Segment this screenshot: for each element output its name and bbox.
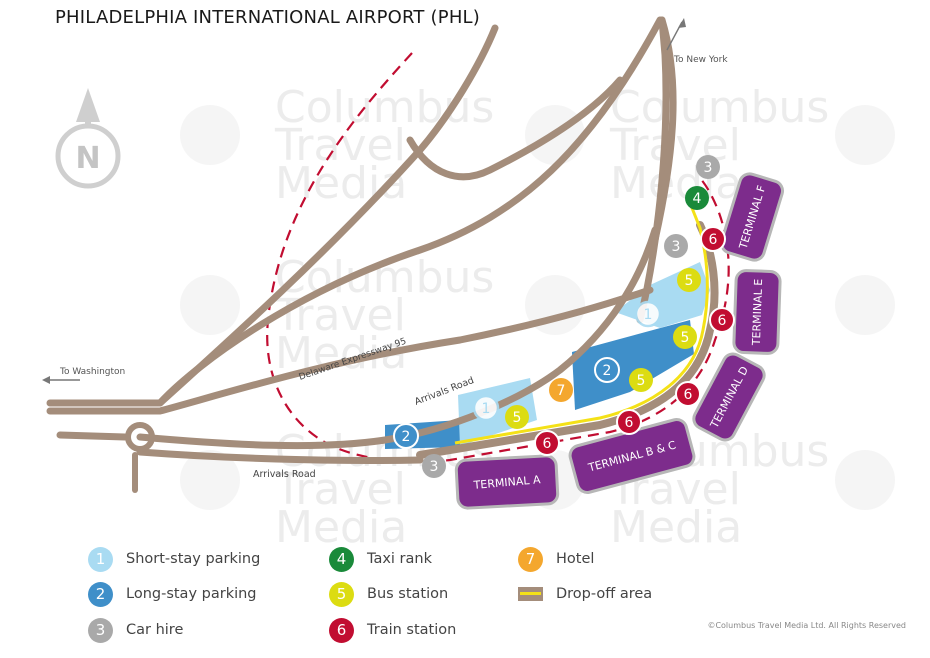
bus-station-marker[interactable]: 5: [673, 325, 697, 349]
terminal-f[interactable]: TERMINAL F: [719, 171, 785, 262]
train-station-marker[interactable]: 6: [675, 381, 701, 407]
compass: N: [55, 88, 121, 189]
svg-text:4: 4: [693, 191, 702, 207]
drop-off-area-line: [454, 197, 709, 445]
svg-text:3: 3: [704, 160, 713, 176]
short-stay-badge: 1: [88, 546, 113, 572]
car-hire-marker[interactable]: 3: [696, 155, 720, 179]
new-york-arrow-icon: [666, 18, 686, 51]
legend-label: Train station: [367, 622, 457, 638]
legend-item-train-station: 6 Train station: [329, 617, 456, 643]
train-station-badge: 6: [329, 617, 354, 643]
watermark-line-3: Media: [275, 502, 407, 553]
bus-station-marker[interactable]: 5: [505, 405, 529, 429]
svg-text:3: 3: [430, 459, 439, 475]
long-stay-parking-marker[interactable]: 2: [594, 357, 620, 383]
north-arrow-icon: [76, 88, 100, 122]
legend-label: Short-stay parking: [126, 551, 261, 567]
svg-text:3: 3: [672, 239, 681, 255]
legend-label: Long-stay parking: [126, 586, 257, 602]
legend-item-taxi-rank: 4 Taxi rank: [329, 546, 432, 572]
legend-item-short-stay: 1 Short-stay parking: [88, 546, 260, 572]
terminal-e-label: TERMINAL E: [750, 279, 765, 347]
legend-item-long-stay: 2 Long-stay parking: [88, 581, 257, 607]
svg-text:2: 2: [603, 363, 612, 379]
svg-text:5: 5: [513, 410, 522, 426]
svg-text:6: 6: [625, 415, 634, 431]
car-hire-marker[interactable]: 3: [664, 234, 688, 258]
terminal-a-label: TERMINAL A: [472, 473, 541, 492]
legend-item-drop-off: Drop-off area: [518, 581, 652, 607]
legend-item-bus-station: 5 Bus station: [329, 581, 448, 607]
svg-text:6: 6: [718, 313, 727, 329]
legend-item-hotel: 7 Hotel: [518, 546, 594, 572]
svg-text:5: 5: [637, 373, 646, 389]
watermark-line-2: Travel: [274, 290, 406, 341]
terminal-d[interactable]: TERMINAL D: [690, 350, 767, 443]
watermark-line-1: Columbus: [275, 82, 494, 133]
svg-text:6: 6: [709, 232, 718, 248]
washington-direction: To Washington: [59, 367, 125, 377]
legend-label: Bus station: [367, 586, 449, 602]
long-stay-badge: 2: [88, 581, 113, 607]
page-title: PHILADELPHIA INTERNATIONAL AIRPORT (PHL): [55, 7, 481, 28]
legend-item-car-hire: 3 Car hire: [88, 617, 183, 643]
short-stay-parking-marker[interactable]: 1: [634, 300, 662, 328]
hotel-badge: 7: [518, 546, 543, 572]
legend-label: Drop-off area: [556, 586, 653, 602]
svg-text:6: 6: [543, 436, 552, 452]
watermark-line-3: Media: [610, 158, 742, 209]
train-station-marker[interactable]: 6: [616, 409, 642, 435]
drop-off-swatch-icon: [518, 587, 543, 601]
terminals: TERMINAL A TERMINAL B & C TERMINAL D TER…: [454, 171, 785, 510]
bus-station-badge: 5: [329, 581, 354, 607]
legend-label: Hotel: [556, 551, 595, 567]
train-station-marker[interactable]: 6: [709, 307, 735, 333]
long-stay-parking-marker[interactable]: 2: [393, 423, 419, 449]
washington-arrow-icon: [42, 376, 80, 384]
arrivals-road-label: Arrivals Road: [253, 469, 316, 480]
copyright-notice: ©Columbus Travel Media Ltd. All Rights R…: [707, 621, 906, 630]
long-stay-parking-area: [572, 320, 694, 410]
car-hire-marker[interactable]: 3: [422, 454, 446, 478]
watermark-line-2: Travel: [274, 120, 406, 171]
legend-label: Taxi rank: [367, 551, 432, 567]
car-hire-badge: 3: [88, 617, 113, 643]
svg-text:5: 5: [685, 273, 694, 289]
new-york-direction: To New York: [673, 55, 728, 65]
hotel-marker[interactable]: 7: [549, 378, 573, 402]
legend-label: Car hire: [126, 622, 184, 638]
terminal-a[interactable]: TERMINAL A: [454, 454, 560, 510]
svg-text:2: 2: [402, 429, 411, 445]
taxi-rank-marker[interactable]: 4: [685, 186, 709, 210]
watermark-line-3: Media: [610, 502, 742, 553]
svg-text:1: 1: [644, 307, 653, 323]
svg-text:1: 1: [482, 401, 491, 417]
map-markers: 1 1 2 2 3 3 3 4 5 5 5 5 6 6 6 6 6 7: [393, 155, 735, 478]
svg-text:5: 5: [681, 330, 690, 346]
bus-station-marker[interactable]: 5: [677, 268, 701, 292]
train-station-marker[interactable]: 6: [700, 226, 726, 252]
compass-letter: N: [75, 141, 100, 176]
svg-text:6: 6: [684, 387, 693, 403]
watermark-line-1: Columbus: [610, 82, 829, 133]
short-stay-parking-marker[interactable]: 1: [472, 394, 500, 422]
svg-text:7: 7: [557, 383, 566, 399]
train-station-marker[interactable]: 6: [534, 430, 560, 456]
taxi-rank-badge: 4: [329, 546, 354, 572]
terminal-e[interactable]: TERMINAL E: [732, 269, 782, 355]
watermark-line-2: Travel: [274, 464, 406, 515]
bus-station-marker[interactable]: 5: [629, 368, 653, 392]
